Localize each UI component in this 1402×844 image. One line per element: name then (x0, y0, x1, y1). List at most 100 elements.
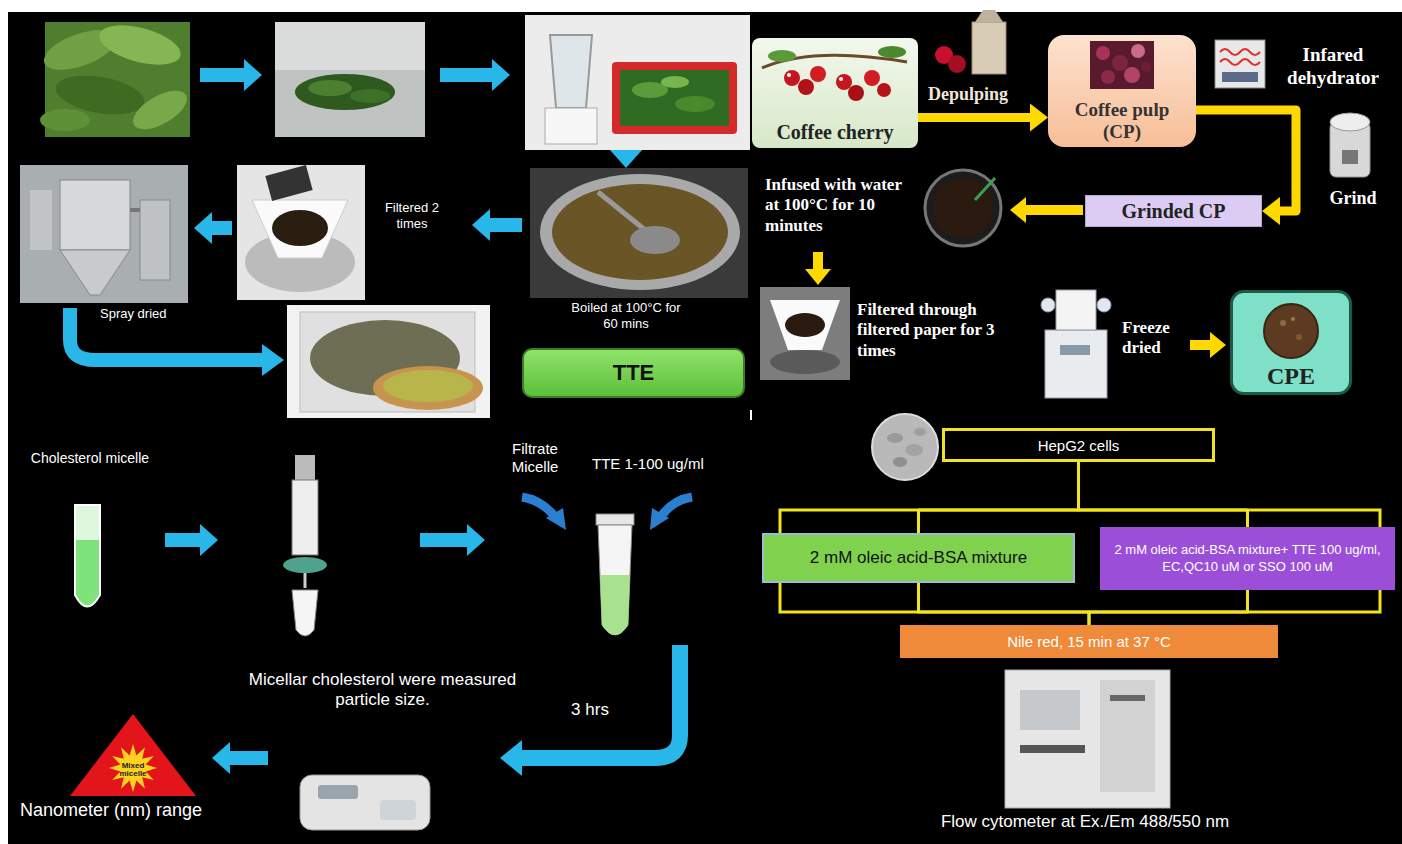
node-text: Mixed micelle (108, 762, 158, 779)
freeze-dryer (1097, 298, 1111, 312)
image-box-picture (787, 73, 791, 77)
leaves-photo (95, 18, 185, 73)
bench-photo (308, 80, 352, 96)
blender-photo (620, 70, 729, 126)
spray-dryer-photo (20, 165, 188, 303)
cell-image (872, 414, 938, 480)
blender-photo (525, 15, 750, 150)
panel-ground (8, 12, 1402, 844)
syringe-filter (304, 573, 307, 588)
step-label: TTE 1-100 ug/ml (592, 455, 742, 473)
cell-image (905, 444, 923, 456)
flow-connector (919, 462, 1079, 533)
depulping-icons (948, 55, 966, 73)
flow-arrow (650, 508, 669, 530)
particle-sizer (300, 775, 430, 830)
step-label: 3 hrs (560, 700, 620, 720)
product-box-picture (1280, 320, 1286, 326)
flow-cytometer (1005, 670, 1170, 808)
infusion-pot (933, 178, 993, 238)
filter-photo (785, 313, 825, 337)
image-box-picture (877, 83, 891, 97)
sample-tube (596, 514, 634, 525)
treatment-box: 2 mM oleic acid-BSA mixture (762, 533, 1075, 583)
flow-arrow (440, 59, 510, 91)
filter-photo (272, 210, 328, 246)
cell-image (872, 414, 938, 480)
step-label: Flow cytometer at Ex./Em 488/550 nm (880, 812, 1290, 832)
spray-dryer-photo (60, 180, 130, 250)
infusion-pot (925, 170, 1001, 246)
blender-photo (612, 62, 737, 134)
step-label: Freeze dried (1122, 318, 1188, 359)
syringe-filter (283, 557, 327, 573)
pot-photo (530, 168, 748, 298)
staining-box: Nile red, 15 min at 37 °C (900, 625, 1278, 658)
step-label: Depulping (928, 84, 1038, 106)
process-box-picture (1096, 46, 1110, 60)
step-label: Nanometer (nm) range (20, 800, 260, 822)
flow-arrow (212, 742, 268, 774)
spray-dryer-photo (140, 200, 170, 280)
process-box-picture (1131, 44, 1145, 58)
freeze-dryer (1041, 290, 1111, 398)
spray-dryer-photo (130, 208, 140, 212)
image-box-picture (864, 70, 880, 86)
step-label: Filtrate Micelle (495, 440, 575, 476)
filter-photo (265, 165, 312, 201)
product-box-picture (1296, 334, 1302, 340)
syringe-filter (292, 480, 318, 555)
product-box-picture (1264, 304, 1318, 358)
powder-photo (373, 366, 483, 410)
flow-arrow (472, 209, 522, 241)
flow-cytometer (1005, 670, 1170, 808)
process-box-picture (1101, 70, 1115, 84)
bench-photo (275, 70, 425, 137)
spray-dryer-photo (20, 165, 188, 303)
flow-connector (1089, 590, 1248, 625)
step-label: Boiled at 100°C for 60 mins (571, 300, 681, 331)
grinder-icon (1330, 113, 1370, 131)
freeze-dryer (1060, 345, 1090, 355)
flow-arrow (610, 150, 642, 168)
process-box: Grinded CP (1085, 195, 1262, 227)
syringe-filter (283, 455, 327, 636)
product-box-picture (1291, 317, 1295, 321)
blender-photo (661, 76, 689, 88)
sample-tube (596, 514, 634, 635)
step-label: Micellar cholesterol were measured parti… (245, 670, 520, 711)
infusion-pot (925, 170, 1001, 246)
pot-photo (540, 174, 740, 290)
dehydrator-icon (1220, 59, 1260, 65)
node-text: Grinded CP (1122, 200, 1226, 223)
image-box: Coffee cherry (752, 38, 918, 148)
filter-photo (760, 287, 850, 380)
image-box-picture (798, 79, 814, 95)
step-label: Cholesterol micelle (30, 450, 150, 467)
particle-sizer (318, 785, 358, 799)
powder-photo (287, 305, 490, 418)
freeze-dryer (1041, 298, 1055, 312)
image-box-picture (848, 85, 864, 101)
leaves-photo (127, 83, 193, 137)
flow-arrow (522, 497, 556, 518)
process-box: Coffee pulp (CP) (1048, 35, 1196, 147)
flow-arrow (262, 344, 284, 376)
step-label: Infared dehydrator (1268, 44, 1398, 90)
leaves-photo (40, 109, 90, 131)
step-label: Filtered through filtered paper for 3 ti… (857, 300, 1007, 361)
step-label: Infused with water at 100°C for 10 minut… (765, 175, 905, 236)
node-text: Nile red, 15 min at 37 °C (1007, 633, 1171, 650)
dehydrator-icon (1215, 40, 1265, 88)
node-text: 2 mM oleic acid-BSA mixture+ TTE 100 ug/… (1108, 542, 1387, 576)
flow-arrow (660, 497, 692, 518)
pot-photo (552, 184, 728, 280)
connector-line (918, 113, 1030, 122)
powder-photo (287, 305, 490, 418)
freeze-dryer (1056, 290, 1096, 330)
flow-cytometer (1020, 690, 1080, 730)
node-text: TTE (613, 360, 655, 386)
product-box: CPE (1230, 290, 1352, 395)
depulping-icons (975, 10, 1003, 22)
process-box-picture (1124, 67, 1140, 83)
